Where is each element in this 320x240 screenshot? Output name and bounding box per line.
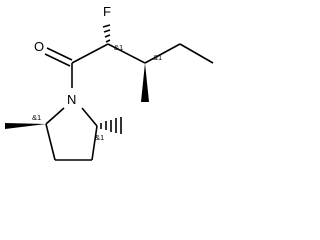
structure-canvas: O F N &1 &1 &1 &1 xyxy=(0,0,217,175)
wedge-bond-cleft-methyl xyxy=(5,123,46,129)
stereo-label-cbranch: &1 xyxy=(153,53,162,62)
stereo-label-cright: &1 xyxy=(95,133,104,142)
atom-oxygen-label: O xyxy=(34,39,44,54)
atom-fluorine-label: F xyxy=(103,4,111,19)
bond-cf-cbranch xyxy=(107,43,146,64)
wedge-bond-cbranch-methyl xyxy=(141,63,149,102)
stereo-label-cleft: &1 xyxy=(32,113,41,122)
bond-n-cright xyxy=(81,107,98,127)
bond-carbonyl-cf xyxy=(71,43,109,64)
bond-cbranch-ch2 xyxy=(144,43,181,64)
carbonyl-double-bond-b xyxy=(44,53,71,67)
bond-cleft-cbottomleft xyxy=(45,123,56,161)
molecule-structure: O F N &1 &1 &1 &1 xyxy=(5,4,214,161)
hashed-bond-cf-f xyxy=(102,24,111,43)
bond-cbottomright-cright xyxy=(91,125,98,161)
bond-n-cleft xyxy=(45,107,65,125)
hashed-bond-cright-methyl xyxy=(100,117,122,134)
stereo-label-cf: &1 xyxy=(114,43,123,52)
carbonyl-double-bond-a xyxy=(46,47,73,61)
atom-nitrogen-label: N xyxy=(67,92,76,107)
bond-ch2-ch3 xyxy=(179,43,214,64)
